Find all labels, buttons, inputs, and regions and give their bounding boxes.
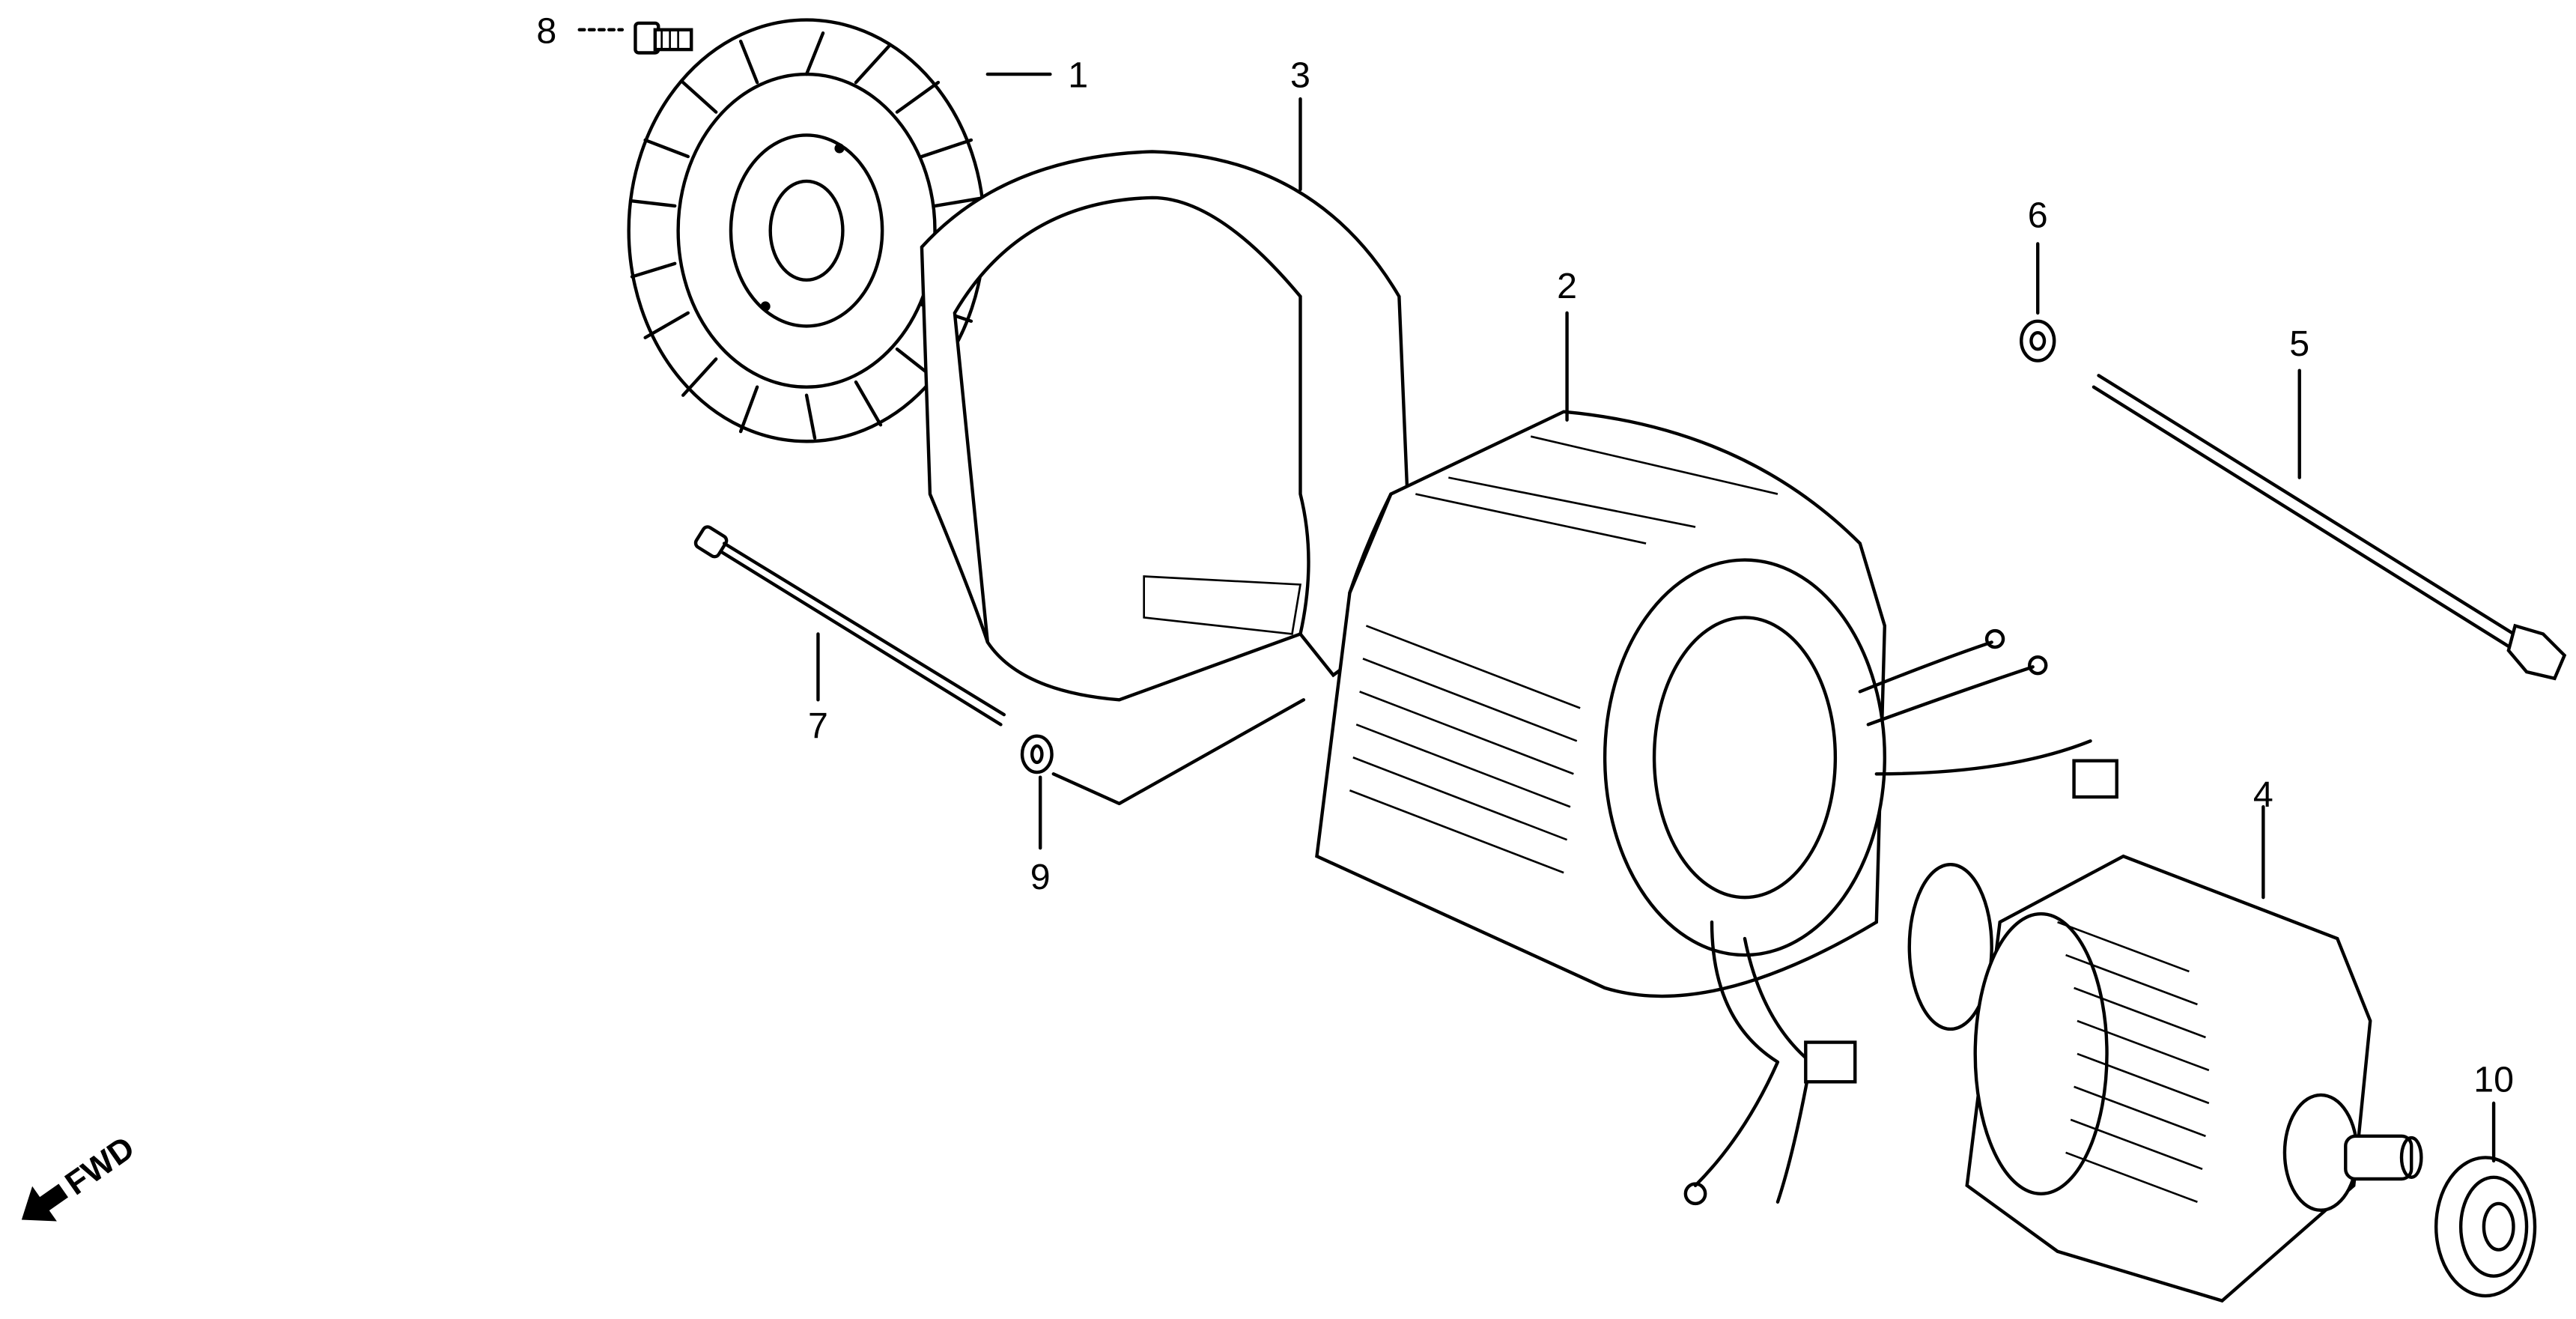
forward-direction-indicator: FWD — [21, 1130, 141, 1222]
part-label-1: 1 — [1068, 55, 1088, 96]
part-label-9: 9 — [1030, 857, 1051, 897]
part-label-2: 2 — [1557, 266, 1577, 306]
stator-2 — [1315, 311, 2118, 1206]
rotor-4 — [1907, 805, 2423, 1303]
bearing-10 — [2434, 1101, 2537, 1298]
cover-band-3 — [920, 97, 1409, 702]
part-label-8: 8 — [536, 10, 556, 51]
fwd-label: FWD — [58, 1130, 141, 1203]
forward-arrow-icon — [21, 1183, 69, 1222]
part-label-6: 6 — [2028, 195, 2048, 236]
part-label-4: 4 — [2253, 774, 2273, 815]
part-label-10: 10 — [2473, 1059, 2514, 1100]
cooling-fan-1 — [627, 18, 1052, 443]
part-label-3: 3 — [1290, 55, 1310, 96]
washer-9 — [1020, 698, 1306, 850]
long-bolt-5 — [2092, 369, 2567, 681]
through-bolt-7 — [693, 525, 1006, 727]
washer-6 — [2020, 242, 2056, 363]
part-label-7: 7 — [808, 706, 828, 746]
part-label-5: 5 — [2289, 324, 2309, 364]
flange-bolt-8 — [577, 21, 693, 55]
